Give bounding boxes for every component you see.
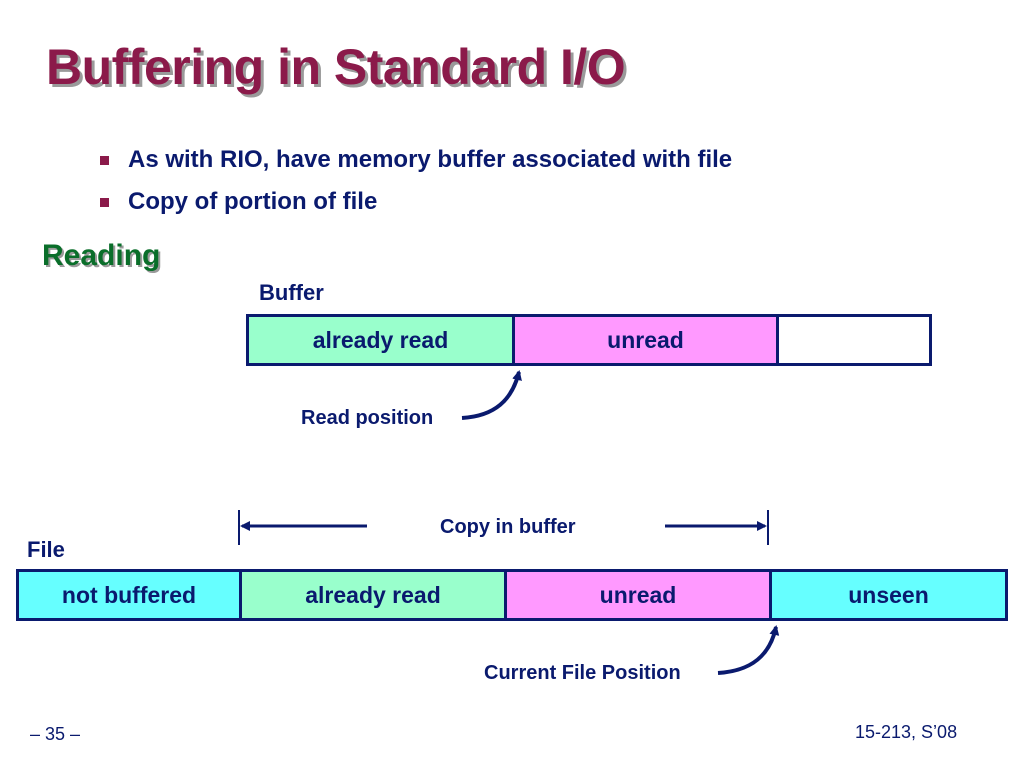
bullet-list: As with RIO, have memory buffer associat… bbox=[100, 144, 732, 228]
file-label: File bbox=[27, 537, 65, 562]
square-bullet-icon bbox=[100, 156, 109, 165]
slide-title: Buffering in Standard I/O bbox=[46, 39, 626, 95]
page-number: – 35 – bbox=[30, 724, 81, 744]
read-position-arrow bbox=[461, 370, 522, 420]
file-cell-unread: unread bbox=[507, 572, 772, 618]
course-label: 15-213, S’08 bbox=[855, 722, 958, 742]
file-cell-unseen: unseen bbox=[772, 572, 1005, 618]
copy-in-buffer-label: Copy in buffer bbox=[440, 516, 576, 538]
bullet-text: Copy of portion of file bbox=[128, 188, 378, 215]
current-file-position-label: Current File Position bbox=[484, 662, 681, 684]
file-cell-already-read: already read bbox=[242, 572, 507, 618]
file-cell-not-buffered: not buffered bbox=[19, 572, 242, 618]
bullet-text: As with RIO, have memory buffer associat… bbox=[128, 146, 733, 173]
bullet-item: Copy of portion of file bbox=[100, 186, 732, 228]
buffer-cell-empty bbox=[779, 317, 929, 363]
current-file-position-arrow bbox=[717, 625, 780, 675]
buffer-bar: already read unread bbox=[246, 314, 932, 366]
buffer-label: Buffer bbox=[259, 280, 324, 305]
square-bullet-icon bbox=[100, 198, 109, 207]
section-heading: Reading bbox=[42, 239, 161, 272]
buffer-cell-already-read: already read bbox=[249, 317, 515, 363]
buffer-cell-unread: unread bbox=[515, 317, 779, 363]
read-position-label: Read position bbox=[301, 407, 434, 429]
file-bar: not buffered already read unread unseen bbox=[16, 569, 1008, 621]
bullet-item: As with RIO, have memory buffer associat… bbox=[100, 144, 732, 186]
